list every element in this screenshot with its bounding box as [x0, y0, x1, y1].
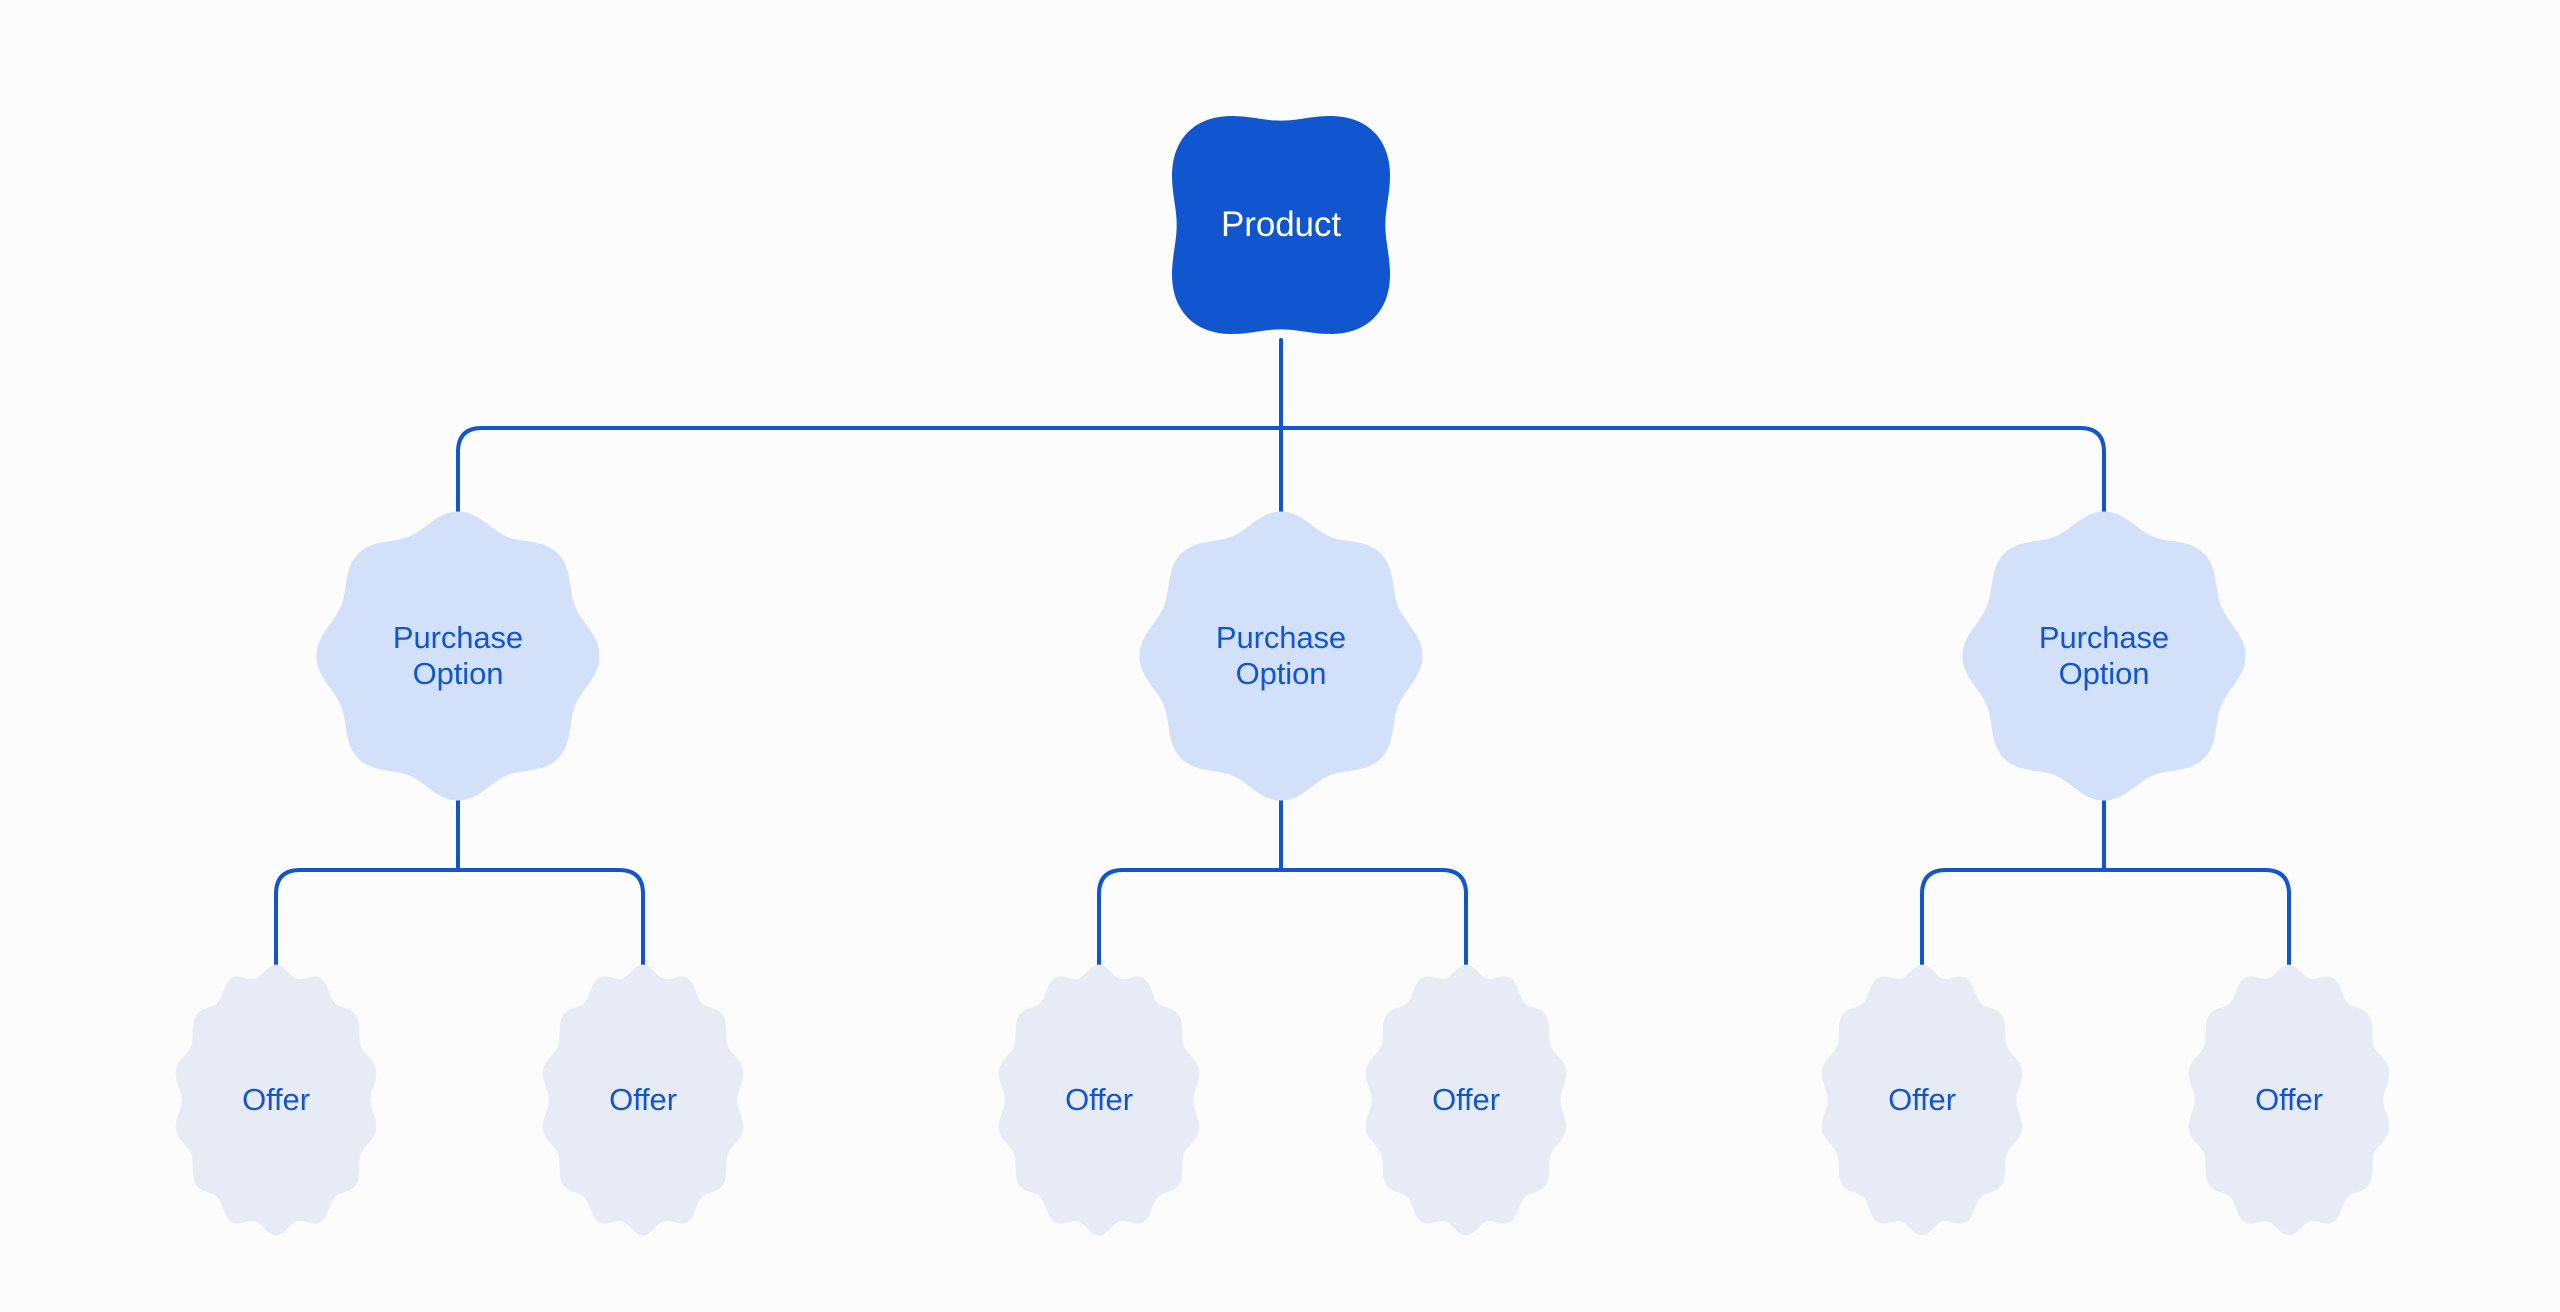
node-shape-offer-6[interactable]	[2188, 964, 2390, 1236]
node-shape-purchase-option-2[interactable]	[1139, 511, 1423, 801]
connector-root-to-po-3	[1279, 426, 2106, 517]
connector-po-1-to-offer-1	[274, 868, 460, 974]
connector-po-3-to-offer-2	[2102, 868, 2291, 974]
connector-po-2-to-offer-1	[1097, 868, 1283, 974]
connector-group-level2	[274, 793, 2291, 974]
connector-group-level1	[456, 338, 2106, 517]
node-shape-offer-3[interactable]	[998, 964, 1200, 1236]
node-shape-offer-4[interactable]	[1365, 964, 1567, 1236]
node-shape-purchase-option-3[interactable]	[1962, 511, 2246, 801]
leaf-node-shapes	[175, 964, 2390, 1236]
node-shape-product[interactable]	[1171, 115, 1391, 335]
connector-root-to-po-1	[456, 426, 1283, 517]
root-node-shape	[1171, 115, 1391, 335]
node-shape-offer-5[interactable]	[1821, 964, 2023, 1236]
connector-po-1-to-offer-2	[456, 868, 645, 974]
node-shape-offer-1[interactable]	[175, 964, 377, 1236]
connector-po-3-to-offer-1	[1920, 868, 2106, 974]
connector-po-2-to-offer-2	[1279, 868, 1468, 974]
node-shape-offer-2[interactable]	[542, 964, 744, 1236]
node-shape-purchase-option-1[interactable]	[316, 511, 600, 801]
mid-node-shapes	[316, 511, 2246, 801]
